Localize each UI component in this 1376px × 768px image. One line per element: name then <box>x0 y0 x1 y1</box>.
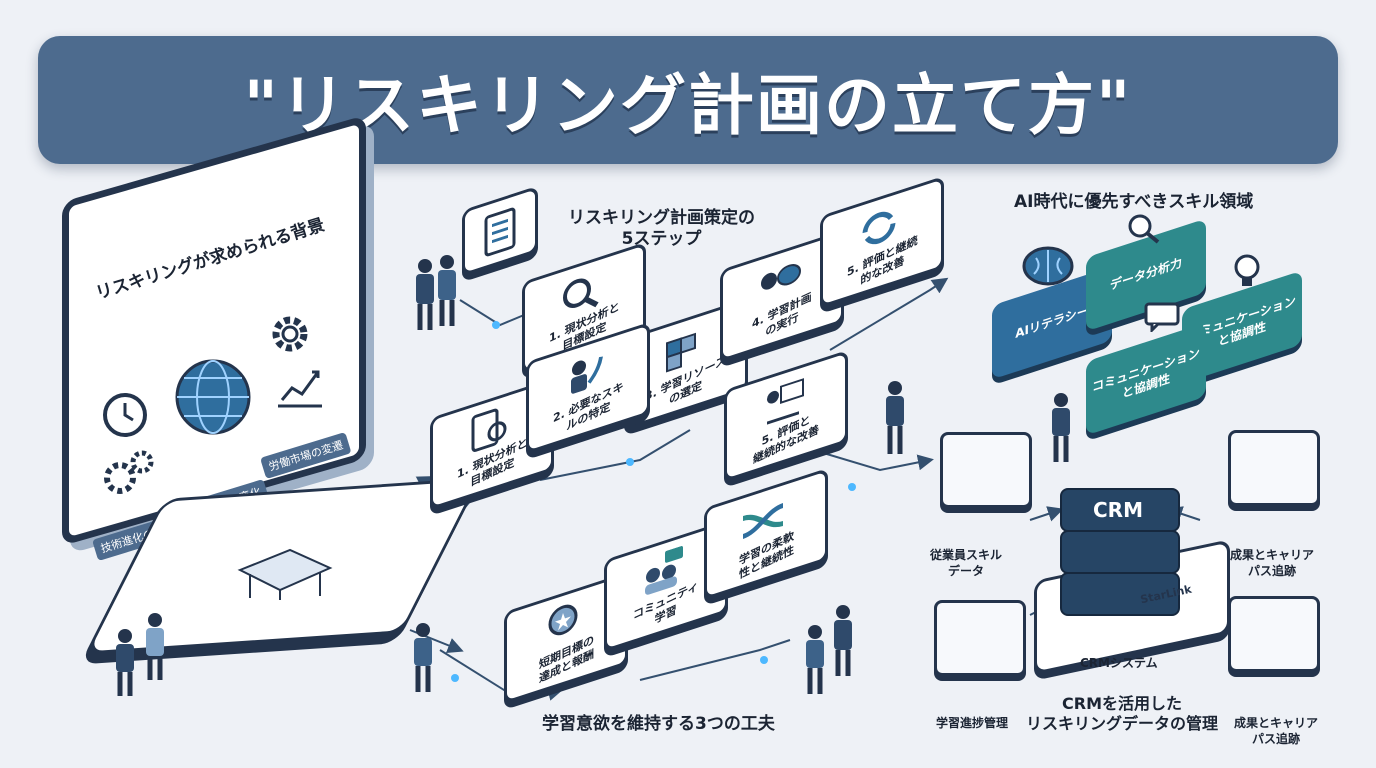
person-icon <box>116 629 134 696</box>
career-growth-panel <box>1228 430 1320 506</box>
crm-server: CRM <box>1060 468 1180 618</box>
motivation-item-3: 学習の柔軟 性と継続性 <box>704 467 828 601</box>
upper-step-3: 3. 学習リソース の選定 <box>624 297 748 431</box>
motivation-item-1: 短期目標の 達成と報酬 <box>504 571 628 705</box>
crm-system-label: CRMシステム <box>1080 656 1158 670</box>
clock-icon <box>103 393 147 437</box>
title-banner: "リスキリング計画の立て方" <box>38 36 1338 164</box>
gears-icon <box>104 450 154 494</box>
server-block <box>1060 572 1180 616</box>
page-title: "リスキリング計画の立て方" <box>243 67 1133 144</box>
lower-step-1: 1. 現状分析と 目標設定 <box>430 377 554 511</box>
server-block <box>1060 488 1180 532</box>
crm-title: CRMを活用した リスキリングデータの管理 <box>1026 694 1219 733</box>
person-icon <box>1052 393 1070 462</box>
crm-label-career-top: 成果とキャリア パス追跡 <box>1230 548 1315 578</box>
server-block <box>1060 530 1180 574</box>
ai-skills-title: AI時代に優先すべきスキル領域 <box>1014 192 1254 212</box>
brain-person-icon <box>761 263 801 290</box>
chat-bubble-icon <box>1144 302 1180 332</box>
refresh-icon <box>862 211 896 245</box>
ai-skill-label: データ分析力 <box>1109 255 1182 293</box>
clipboard-search-icon <box>471 408 507 452</box>
growth-chart-icon <box>278 370 322 408</box>
crm-label-career-bottom: 成果とキャリア パス追跡 <box>1234 716 1319 746</box>
steps-title: リスキリング計画策定の 5ステップ <box>568 208 755 250</box>
person-icon <box>806 625 824 694</box>
meeting-table-icon <box>237 548 333 600</box>
person-icon <box>438 255 456 326</box>
ai-skill-label: AIリテラシー <box>1015 303 1089 342</box>
upper-step-5: 5. 評価と継続 的な改善 <box>820 175 944 309</box>
globe-icon <box>175 359 251 435</box>
flexible-arrows-icon <box>742 502 784 539</box>
computer-desk-icon <box>767 378 804 425</box>
upper-step-4: 4. 学習計画 の実行 <box>720 229 844 363</box>
upper-step-1: 1. 現状分析と 目標設定 <box>522 241 646 375</box>
clipboard-icon <box>484 207 516 257</box>
person-icon <box>146 613 164 680</box>
crm-label-employee-skill: 従業員スキル データ <box>930 548 1003 578</box>
lower-step-5: 5. 評価と 継続的な改善 <box>724 349 848 483</box>
person-arrow-icon <box>571 356 603 394</box>
employee-skill-panel <box>940 432 1032 508</box>
ai-skill-label: コミュニケーション と協調性 <box>1092 345 1200 401</box>
magnifier-icon <box>563 278 599 308</box>
brain-icon <box>1022 246 1074 286</box>
career-chart-panel <box>1228 596 1320 672</box>
lower-step-2: 2. 必要なスキ ルの特定 <box>526 321 650 455</box>
motivation-title: 学習意欲を維持する3つの工夫 <box>542 714 775 734</box>
crm-label-progress: 学習進捗管理 <box>936 716 1009 730</box>
progress-panel <box>934 600 1026 676</box>
person-icon <box>834 605 852 676</box>
lightbulb-icon <box>1234 254 1260 286</box>
award-ribbon-icon <box>548 604 578 636</box>
person-icon <box>886 381 904 454</box>
magnifier-icon <box>1128 214 1160 244</box>
puzzle-icon <box>666 332 696 373</box>
community-icon <box>645 546 683 595</box>
crm-server-label: CRM <box>1093 498 1143 522</box>
gear-icon <box>272 316 308 352</box>
motivation-item-2: コミュニティ 学習 <box>604 519 728 653</box>
person-icon <box>416 259 434 330</box>
person-icon <box>414 623 432 692</box>
checklist-tile <box>462 185 538 277</box>
